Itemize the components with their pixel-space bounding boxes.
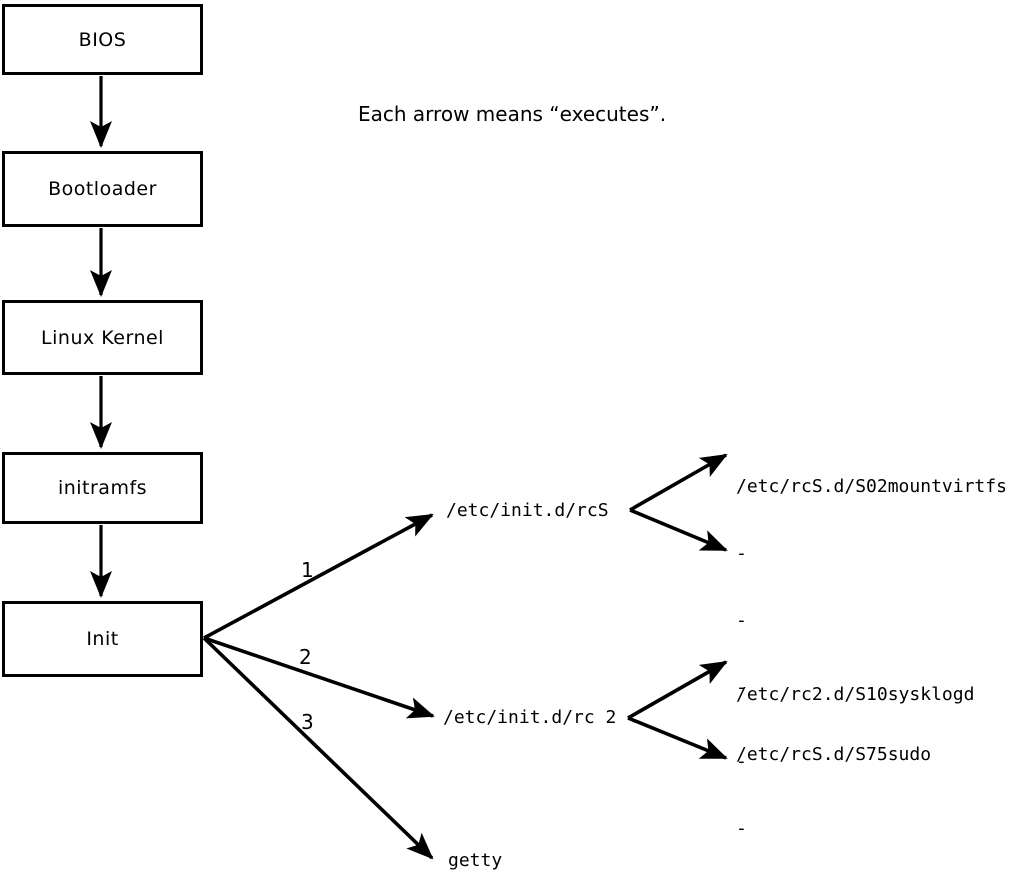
arrow-rcS-to-S75sudo — [629, 508, 728, 552]
node-box-init: Init — [2, 601, 203, 677]
list-item-S02mountvirtfs: /etc/rcS.d/S02mountvirtfs — [736, 476, 1007, 497]
arrow-number-3: 3 — [301, 710, 314, 734]
arrow-init-to-getty — [202, 636, 434, 860]
node-box-linux-kernel: Linux Kernel — [2, 300, 203, 375]
node-label: initramfs — [57, 477, 148, 499]
diagram-legend-text: Each arrow means “executes”. — [358, 102, 667, 126]
node-box-bootloader: Bootloader — [2, 151, 203, 227]
arrow-rc2-to-S99gdm — [627, 716, 728, 760]
list-item-ellipsis: - — [736, 818, 747, 839]
arrow-init-to-rcS — [203, 513, 434, 640]
list-item-ellipsis: - — [736, 751, 747, 772]
node-etc-init-d-rc2: /etc/init.d/rc 2 — [443, 707, 617, 728]
node-label: Init — [86, 628, 119, 650]
arrow-rc2-to-S10sysklogd — [627, 660, 728, 720]
node-label: Linux Kernel — [41, 326, 164, 349]
node-etc-init-d-rcS: /etc/init.d/rcS — [446, 500, 609, 521]
list-item-ellipsis: - — [736, 610, 747, 631]
node-box-initramfs: initramfs — [2, 452, 203, 524]
node-getty: getty — [448, 850, 503, 871]
rc2-children-list: /etc/rc2.d/S10sysklogd - - - /etc/rc2.d/… — [736, 640, 974, 875]
list-item-S75sudo: /etc/rcS.d/S75sudo — [736, 744, 932, 765]
list-item-ellipsis: - — [736, 543, 747, 564]
arrow-number-1: 1 — [301, 558, 314, 582]
rcS-children-list: /etc/rcS.d/S02mountvirtfs - - - /etc/rcS… — [736, 432, 1007, 809]
node-box-bios: BIOS — [2, 4, 203, 75]
arrow-init-to-rc2 — [203, 636, 435, 719]
arrow-rcS-to-S02mountvirtfs — [629, 453, 728, 512]
list-item-ellipsis: - — [736, 677, 747, 698]
node-label: BIOS — [78, 28, 127, 51]
arrow-number-2: 2 — [299, 645, 312, 669]
node-label: Bootloader — [48, 178, 157, 200]
list-item-S10sysklogd: /etc/rc2.d/S10sysklogd — [736, 684, 975, 705]
